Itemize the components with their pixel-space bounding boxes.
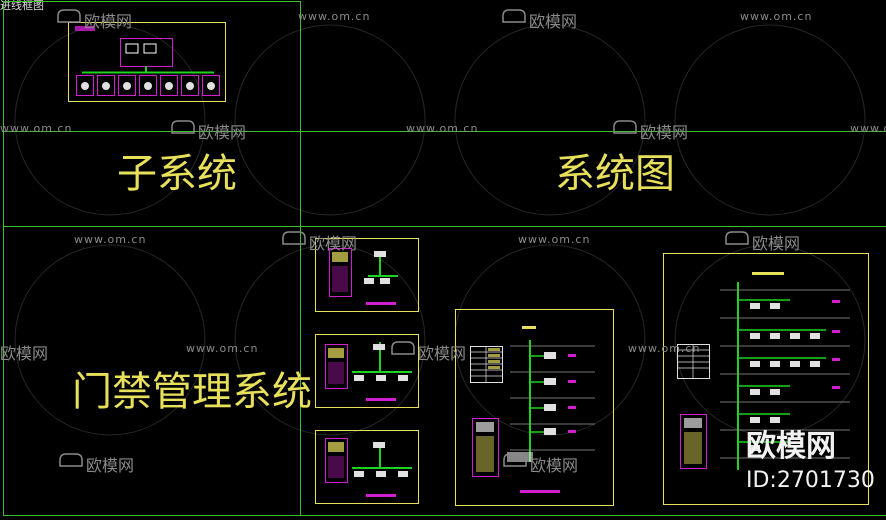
watermark-logo: 欧模网 [86, 456, 135, 475]
watermark-logo: 欧模网 [752, 234, 801, 253]
sheet-small-2 [315, 334, 419, 408]
watermark-url: www.om.cn [740, 10, 813, 23]
brand-id: ID:2701730 [746, 468, 875, 493]
watermark-url: www.om.cn [186, 342, 259, 355]
watermark-logo: 欧模网 [640, 123, 689, 142]
sheet-medium [455, 309, 614, 506]
watermark-url: www.om.cn [628, 342, 701, 355]
sheet-small-1 [315, 238, 419, 312]
label-system-diagram: 系统图 [555, 151, 675, 197]
watermark-logo: 欧模网 [529, 12, 578, 31]
sheet-subsystem-top [68, 22, 226, 102]
watermark-logo: 欧模网 [0, 344, 49, 363]
watermark-logo-icons [57, 9, 749, 467]
sheet-large [663, 253, 869, 505]
watermark-logo: 欧模网 [309, 234, 358, 253]
watermark-logo: 欧模网 [530, 456, 579, 475]
label-subsystem: 子系统 [117, 151, 237, 197]
sheet-small-3 [315, 430, 419, 504]
watermark-url: www.om.cn [406, 122, 479, 135]
label-access-control: 门禁管理系统 [72, 369, 312, 415]
watermark-url: www.om.cn [0, 122, 73, 135]
watermark-logo: 欧模网 [418, 344, 467, 363]
watermark-logo: 欧模网 [198, 123, 247, 142]
brand-logo-text: 欧模网 [746, 429, 836, 464]
window-tab[interactable]: 进线框图 [0, 0, 44, 12]
watermark-url: www.om.cn [850, 122, 886, 135]
watermark-url: www.om.cn [74, 233, 147, 246]
green-grid [3, 1, 886, 516]
watermark-url: www.om.cn [298, 10, 371, 23]
watermark-url: www.om.cn [518, 233, 591, 246]
watermark-logo: 欧模网 [84, 12, 133, 31]
